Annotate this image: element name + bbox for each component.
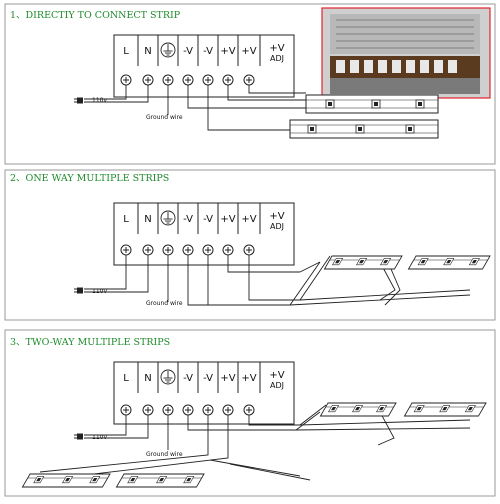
terminal-label-n: N — [144, 46, 151, 57]
terminal-label-neg2: -V — [203, 46, 213, 57]
led-chip-icon — [415, 99, 425, 109]
terminal-block: L N -V -V +V +V +V ADJ — [113, 202, 295, 266]
plug-icon — [73, 97, 84, 104]
ground-wire-label: Ground wire — [146, 114, 183, 121]
terminal-label-neg1: -V — [183, 46, 193, 57]
ground-wire-label: Ground wire — [146, 300, 183, 307]
led-chip-icon — [355, 124, 365, 134]
terminal-label-pos1: +V — [220, 214, 235, 225]
supply-label: 110v — [92, 288, 107, 295]
terminal-label-neg1: -V — [183, 214, 193, 225]
terminal-label-pos2: +V — [241, 373, 256, 384]
wires — [84, 85, 306, 131]
section-3-border — [4, 329, 496, 497]
terminal-label-l: L — [123, 46, 129, 57]
terminal-screw-icon — [182, 404, 194, 416]
led-strip — [407, 255, 491, 270]
led-strip — [21, 473, 111, 488]
led-chip-icon — [307, 124, 317, 134]
led-chip-icon — [325, 99, 335, 109]
terminal-screw-icon — [182, 74, 194, 86]
terminal-label-neg1: -V — [183, 373, 193, 384]
led-strip — [319, 402, 397, 417]
section-1-border — [4, 3, 496, 165]
led-chip-icon — [371, 99, 381, 109]
section-3: 3、TWO-WAY MULTIPLE STRIPS L N -V -V +V +… — [4, 329, 496, 497]
terminal-label-adj: ADJ — [270, 222, 284, 231]
terminal-screw-icon — [142, 404, 154, 416]
terminal-screw-icon — [142, 74, 154, 86]
led-strip — [305, 94, 439, 114]
earth-ground-icon — [160, 210, 176, 226]
terminal-screw-icon — [222, 404, 234, 416]
terminal-label-pos1: +V — [220, 46, 235, 57]
wires — [39, 404, 471, 481]
terminal-screw-icon — [202, 244, 214, 256]
terminal-screw-icon — [243, 244, 255, 256]
terminal-screw-icon — [202, 404, 214, 416]
terminal-block: L N -V -V +V +V +V ADJ — [113, 361, 295, 425]
earth-ground-icon — [160, 42, 176, 58]
terminal-label-neg2: -V — [203, 373, 213, 384]
terminal-label-n: N — [144, 373, 151, 384]
earth-ground-icon — [160, 369, 176, 385]
led-strip — [289, 119, 439, 139]
ground-wire-label: Ground wire — [146, 451, 183, 458]
terminal-screw-icon — [120, 74, 132, 86]
section-1-title: 1、DIRECTIY TO CONNECT STRIP — [10, 10, 181, 21]
terminal-label-pos-adj: +V — [269, 370, 284, 381]
terminal-screw-icon — [243, 404, 255, 416]
terminal-label-pos-adj: +V — [269, 211, 284, 222]
terminal-screw-icon — [202, 74, 214, 86]
supply-label: 110v — [92, 434, 107, 441]
terminal-label-n: N — [144, 214, 151, 225]
terminal-label-adj: ADJ — [270, 381, 284, 390]
terminal-label-l: L — [123, 373, 129, 384]
power-supply-photo — [321, 7, 491, 99]
terminal-label-adj: ADJ — [270, 54, 284, 63]
wires — [84, 255, 471, 306]
terminal-screw-icon — [243, 74, 255, 86]
section-2: 2、ONE WAY MULTIPLE STRIPS L N -V -V +V +… — [4, 169, 496, 321]
section-2-border — [4, 169, 496, 321]
terminal-label-pos-adj: +V — [269, 43, 284, 54]
terminal-screw-icon — [120, 244, 132, 256]
section-3-title: 3、TWO-WAY MULTIPLE STRIPS — [10, 337, 170, 348]
terminal-screw-icon — [222, 74, 234, 86]
terminal-label-l: L — [123, 214, 129, 225]
section-1: 1、DIRECTIY TO CONNECT STRIP — [4, 3, 496, 165]
led-chip-icon — [405, 124, 415, 134]
terminal-block: L N -V -V +V +V +V ADJ — [113, 34, 295, 98]
led-strip — [115, 473, 205, 488]
terminal-screw-icon — [182, 244, 194, 256]
terminal-screw-icon — [222, 244, 234, 256]
terminal-label-pos2: +V — [241, 46, 256, 57]
terminal-label-neg2: -V — [203, 214, 213, 225]
terminal-screw-icon — [162, 74, 174, 86]
terminal-screw-icon — [162, 244, 174, 256]
led-strip — [403, 402, 487, 417]
plug-icon — [73, 433, 84, 440]
terminal-label-pos2: +V — [241, 214, 256, 225]
terminal-screw-icon — [142, 244, 154, 256]
plug-icon — [73, 287, 84, 294]
terminal-screw-icon — [162, 404, 174, 416]
supply-label: 110v — [92, 97, 107, 104]
terminal-screw-icon — [120, 404, 132, 416]
section-2-title: 2、ONE WAY MULTIPLE STRIPS — [10, 173, 169, 184]
terminal-label-pos1: +V — [220, 373, 235, 384]
led-strip — [323, 255, 403, 270]
